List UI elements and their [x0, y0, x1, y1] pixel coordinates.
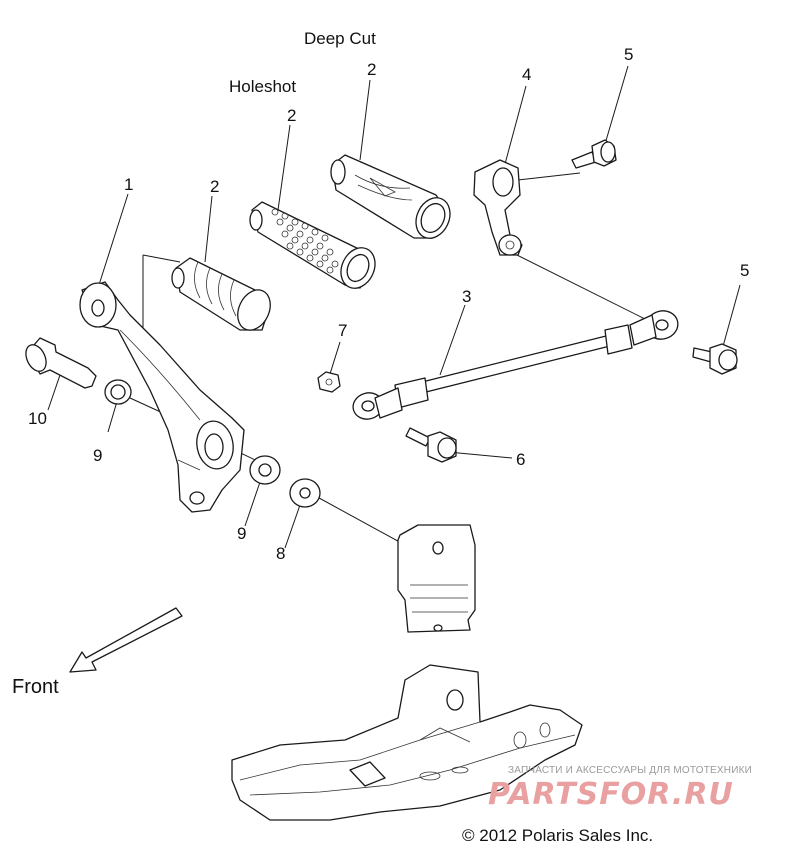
callout-8: 8 — [276, 544, 286, 563]
leader-lines — [47, 65, 741, 549]
front-label: Front — [12, 676, 59, 698]
flange-bolt-6 — [405, 427, 457, 463]
bushing-upper — [104, 379, 132, 405]
footpeg-mount-arm — [79, 281, 245, 513]
copyright-notice: © 2012 Polaris Sales Inc. — [462, 826, 654, 845]
footrest-assembly — [231, 664, 583, 821]
front-direction-arrow — [69, 607, 183, 673]
standard-footpeg — [171, 257, 271, 331]
watermark-brand: PARTSFOR.RU — [488, 777, 734, 812]
callout-2-standard: 2 — [210, 177, 220, 196]
mount-bracket — [397, 524, 476, 633]
callout-2-holeshot: 2 — [287, 106, 297, 125]
watermark-tagline: ЗАПЧАСТИ И АКСЕССУАРЫ ДЛЯ МОТОТЕХНИКИ — [508, 765, 753, 776]
holeshot-footpeg — [249, 201, 376, 289]
flat-washer — [289, 478, 321, 508]
shift-lever — [473, 159, 523, 256]
callout-4: 4 — [522, 65, 532, 84]
callout-10: 10 — [28, 409, 47, 428]
callout-5-top: 5 — [624, 45, 634, 64]
callout-3: 3 — [462, 287, 472, 306]
holeshot-label: Holeshot — [229, 77, 297, 96]
hex-nut — [317, 371, 341, 393]
flange-bolt-right — [692, 343, 738, 375]
shift-linkage-rod — [352, 310, 679, 420]
callout-9-lower: 9 — [237, 524, 247, 543]
callout-2-deep-cut: 2 — [367, 60, 377, 79]
callout-9-upper: 9 — [93, 446, 103, 465]
flange-bolt-top — [571, 139, 617, 169]
callout-5-right: 5 — [740, 261, 750, 280]
washer-lower — [249, 455, 281, 485]
callout-7: 7 — [338, 321, 348, 340]
deep-cut-footpeg — [330, 154, 451, 239]
pivot-bolt — [25, 337, 97, 389]
deep-cut-label: Deep Cut — [304, 29, 376, 48]
callout-6: 6 — [516, 450, 526, 469]
callout-1: 1 — [124, 175, 134, 194]
